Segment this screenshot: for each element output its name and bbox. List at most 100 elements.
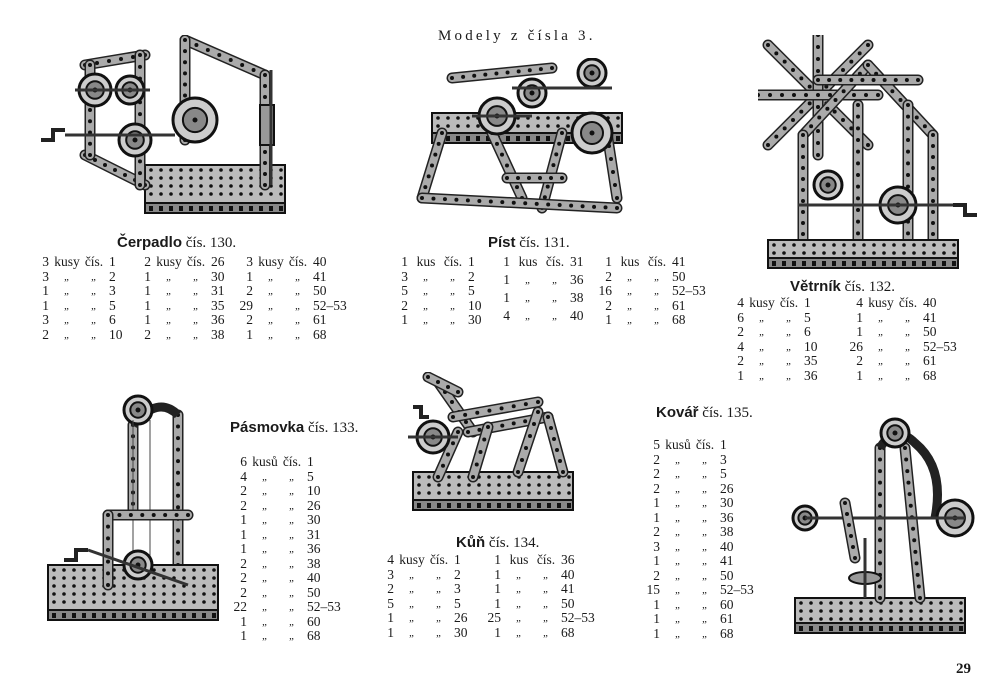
strip-hole — [906, 114, 910, 119]
strip-hole — [117, 513, 122, 517]
part-number: 26 — [211, 254, 225, 269]
plate-hole — [457, 483, 461, 487]
part-number: 35 — [211, 297, 225, 313]
plate-hole — [192, 592, 196, 596]
part-number-label: „ — [904, 369, 912, 382]
part-number: 5 — [307, 468, 314, 484]
plate-hole — [189, 168, 193, 172]
part-number-label: „ — [785, 340, 793, 353]
part-unit: kusů — [252, 454, 278, 469]
plate-hole — [892, 243, 896, 247]
strip-hole — [446, 452, 450, 457]
strip-hole — [931, 210, 935, 214]
flange-hole — [902, 261, 906, 266]
plate-hole — [249, 176, 253, 180]
strip-hole — [545, 184, 550, 189]
strip-hole — [538, 176, 542, 180]
part-number: 30 — [307, 512, 321, 527]
plate-hole — [782, 251, 786, 255]
part-number-label: „ — [294, 314, 302, 326]
plate-hole — [859, 609, 863, 613]
strip-hole — [451, 441, 455, 446]
strip-hole — [914, 115, 919, 120]
plate-hole — [919, 609, 923, 613]
plate-hole — [112, 592, 116, 596]
plate-hole — [172, 584, 176, 588]
part-quantity: 3 — [401, 268, 408, 284]
plate-hole — [159, 168, 163, 172]
plate-hole — [92, 592, 96, 596]
flange-hole — [279, 206, 283, 211]
plate-hole — [822, 243, 826, 247]
part-unit: „ — [261, 499, 269, 512]
plate-hole — [239, 184, 243, 188]
part-quantity: 1 — [503, 254, 510, 269]
strip-hole — [128, 513, 133, 517]
strip-hole — [864, 93, 868, 97]
plate-hole — [537, 483, 541, 487]
strip-hole — [816, 57, 820, 61]
plate-hole — [82, 584, 86, 588]
strip-hole — [847, 523, 851, 527]
strip-hole — [106, 513, 110, 517]
strip-hole — [138, 183, 142, 187]
part-quantity: 6 — [240, 454, 247, 469]
plate-hole — [159, 176, 163, 180]
part-unit: kus — [518, 254, 538, 269]
part-unit: „ — [408, 583, 416, 595]
part-number: 41 — [561, 581, 575, 596]
part-number-label: „ — [435, 612, 443, 624]
part-quantity: 1 — [856, 367, 863, 383]
strip-hole — [906, 480, 911, 485]
part-unit: „ — [261, 572, 269, 584]
part-number-label: čís. — [186, 254, 206, 269]
plate-hole — [537, 475, 541, 479]
flange-hole — [829, 626, 833, 631]
strip-hole — [816, 35, 820, 37]
strip-hole — [123, 173, 127, 177]
strip-hole — [474, 462, 479, 467]
part-unit: „ — [408, 626, 416, 639]
plate-hole — [799, 601, 803, 605]
plate-hole — [239, 168, 243, 172]
part-number: 10 — [804, 338, 818, 354]
part-quantity: 3 — [42, 268, 49, 284]
part-number-label: „ — [288, 601, 296, 613]
plate-hole — [872, 243, 876, 247]
flange-hole — [212, 613, 216, 618]
plate-hole — [202, 592, 206, 596]
plate-hole — [162, 584, 166, 588]
part-unit: „ — [626, 314, 634, 326]
part-unit: „ — [422, 270, 430, 283]
strip-hole — [430, 163, 434, 168]
flange-hole — [497, 503, 501, 508]
plate-hole — [122, 600, 126, 604]
strip-hole — [558, 459, 562, 463]
flange-hole — [919, 626, 923, 631]
crank-handle — [953, 203, 977, 217]
flange-hole — [189, 206, 193, 211]
strip-hole — [454, 197, 459, 202]
strip-hole — [138, 171, 142, 176]
part-quantity: 1 — [494, 566, 501, 582]
part-number-label: „ — [701, 613, 709, 625]
strip-hole — [536, 410, 540, 414]
flange-hole — [82, 613, 86, 618]
part-quantity: 1 — [653, 495, 660, 510]
part-quantity: 1 — [42, 283, 49, 298]
part-unit: „ — [674, 584, 682, 596]
part-number-label: „ — [294, 299, 302, 312]
part-number-label: „ — [904, 340, 912, 353]
flange-hole — [892, 261, 896, 266]
strip-hole — [866, 43, 870, 47]
plate-hole — [92, 584, 96, 588]
strip-hole — [615, 196, 619, 200]
flange-hole — [517, 503, 521, 508]
plate-hole — [949, 617, 953, 621]
flange-hole — [202, 613, 206, 618]
flange-hole — [546, 136, 550, 141]
part-number: 31 — [211, 283, 225, 298]
plate-hole — [92, 568, 96, 572]
plate-hole — [219, 184, 223, 188]
flange-hole — [527, 503, 531, 508]
